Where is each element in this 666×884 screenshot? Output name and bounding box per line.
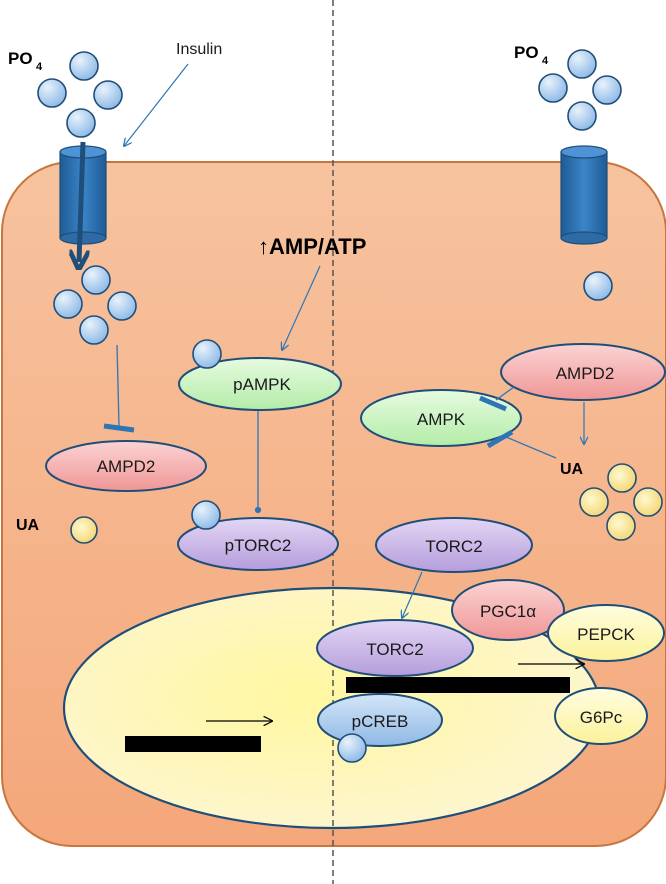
amp-atp-label: ↑AMP/ATP	[258, 234, 366, 259]
po4-subscript-right: 4	[542, 55, 549, 67]
ampd2-label-right: AMPD2	[556, 364, 615, 383]
torc2-label-nucleus: TORC2	[366, 640, 423, 659]
inhibition-bar-left	[103, 423, 135, 433]
ptorc2-label: pTORC2	[225, 536, 292, 555]
ua-inhibits-ampk-bar	[486, 429, 514, 449]
uric-acid-circle	[633, 487, 663, 517]
phosphate-circle	[81, 265, 111, 295]
g6pc-node: G6Pc	[554, 687, 648, 745]
amp-atp-arrow	[282, 265, 321, 350]
ampd2-label-left: AMPD2	[97, 457, 156, 476]
phosphate-circle	[37, 78, 67, 108]
pcreb-label: pCREB	[352, 712, 409, 731]
phosphate-circle	[66, 108, 96, 138]
uric-acid-circle	[606, 511, 636, 541]
ptorc2-node: pTORC2	[177, 500, 339, 571]
pcreb-node: pCREB	[317, 693, 443, 763]
po4-subscript-left: 4	[36, 61, 43, 73]
pgc1a-node: PGC1α	[451, 579, 565, 641]
ampk-node: AMPK	[360, 389, 522, 447]
uric-acid-circle	[579, 487, 609, 517]
po4-label-left: PO	[8, 49, 33, 68]
phosphate-circle	[107, 291, 137, 321]
phosphate-circle	[592, 75, 622, 105]
g6pc-label: G6Pc	[580, 708, 623, 727]
torc2-nuclear-translocation-arrow	[402, 571, 423, 618]
phosphate-circle	[53, 289, 83, 319]
phosphate-channel-right	[560, 145, 608, 245]
phosphate-circle	[567, 49, 597, 79]
phosphate-cluster-outside-left	[37, 51, 123, 138]
phosphate-uptake-arrow	[79, 141, 83, 262]
insulin-arrow	[124, 63, 189, 146]
phosphate-circle	[79, 315, 109, 345]
pampk-label: pAMPK	[233, 375, 291, 394]
pampk-node: pAMPK	[178, 339, 342, 411]
torc2-label-cytoplasm: TORC2	[425, 537, 482, 556]
ampd2-node-right: AMPD2	[500, 343, 666, 401]
pepck-node: PEPCK	[547, 604, 665, 662]
gene-bar-left	[125, 736, 261, 752]
inhibition-line-left	[116, 344, 120, 427]
ampd2-inhibits-ampk-bar	[479, 395, 507, 412]
po4-label-right: PO	[514, 43, 539, 62]
pepck-label: PEPCK	[577, 625, 635, 644]
torc2-node-nucleus: TORC2	[316, 619, 474, 677]
ampd2-node-left: AMPD2	[45, 440, 207, 492]
torc2-node-cytoplasm: TORC2	[375, 517, 533, 573]
phosphate-circle	[93, 80, 123, 110]
phosphate-circle	[538, 73, 568, 103]
phospho-group	[191, 500, 221, 530]
gene-bar-right	[346, 677, 570, 693]
phosphate-circle	[567, 101, 597, 131]
ampk-label: AMPK	[417, 410, 466, 429]
ua-label-left: UA	[16, 517, 40, 534]
phosphate-cluster-inside-left	[53, 265, 137, 345]
pgc1a-label: PGC1α	[480, 602, 536, 621]
phosphate-single-inside-right	[583, 271, 613, 301]
phospho-group	[337, 733, 367, 763]
insulin-label: Insulin	[176, 41, 222, 58]
ua-inhibits-ampk-line	[505, 436, 557, 459]
uric-acid-circle	[607, 463, 637, 493]
uric-acid-circle-left	[70, 516, 98, 544]
phosphate-cluster-outside-right	[538, 49, 622, 131]
phosphate-channel-left	[59, 145, 107, 245]
phosphate-circle	[69, 51, 99, 81]
phospho-group	[192, 339, 222, 369]
uric-acid-cluster-right	[579, 463, 663, 541]
ampd2-inhibits-ampk-line	[495, 386, 515, 401]
ua-label-right: UA	[560, 461, 584, 478]
